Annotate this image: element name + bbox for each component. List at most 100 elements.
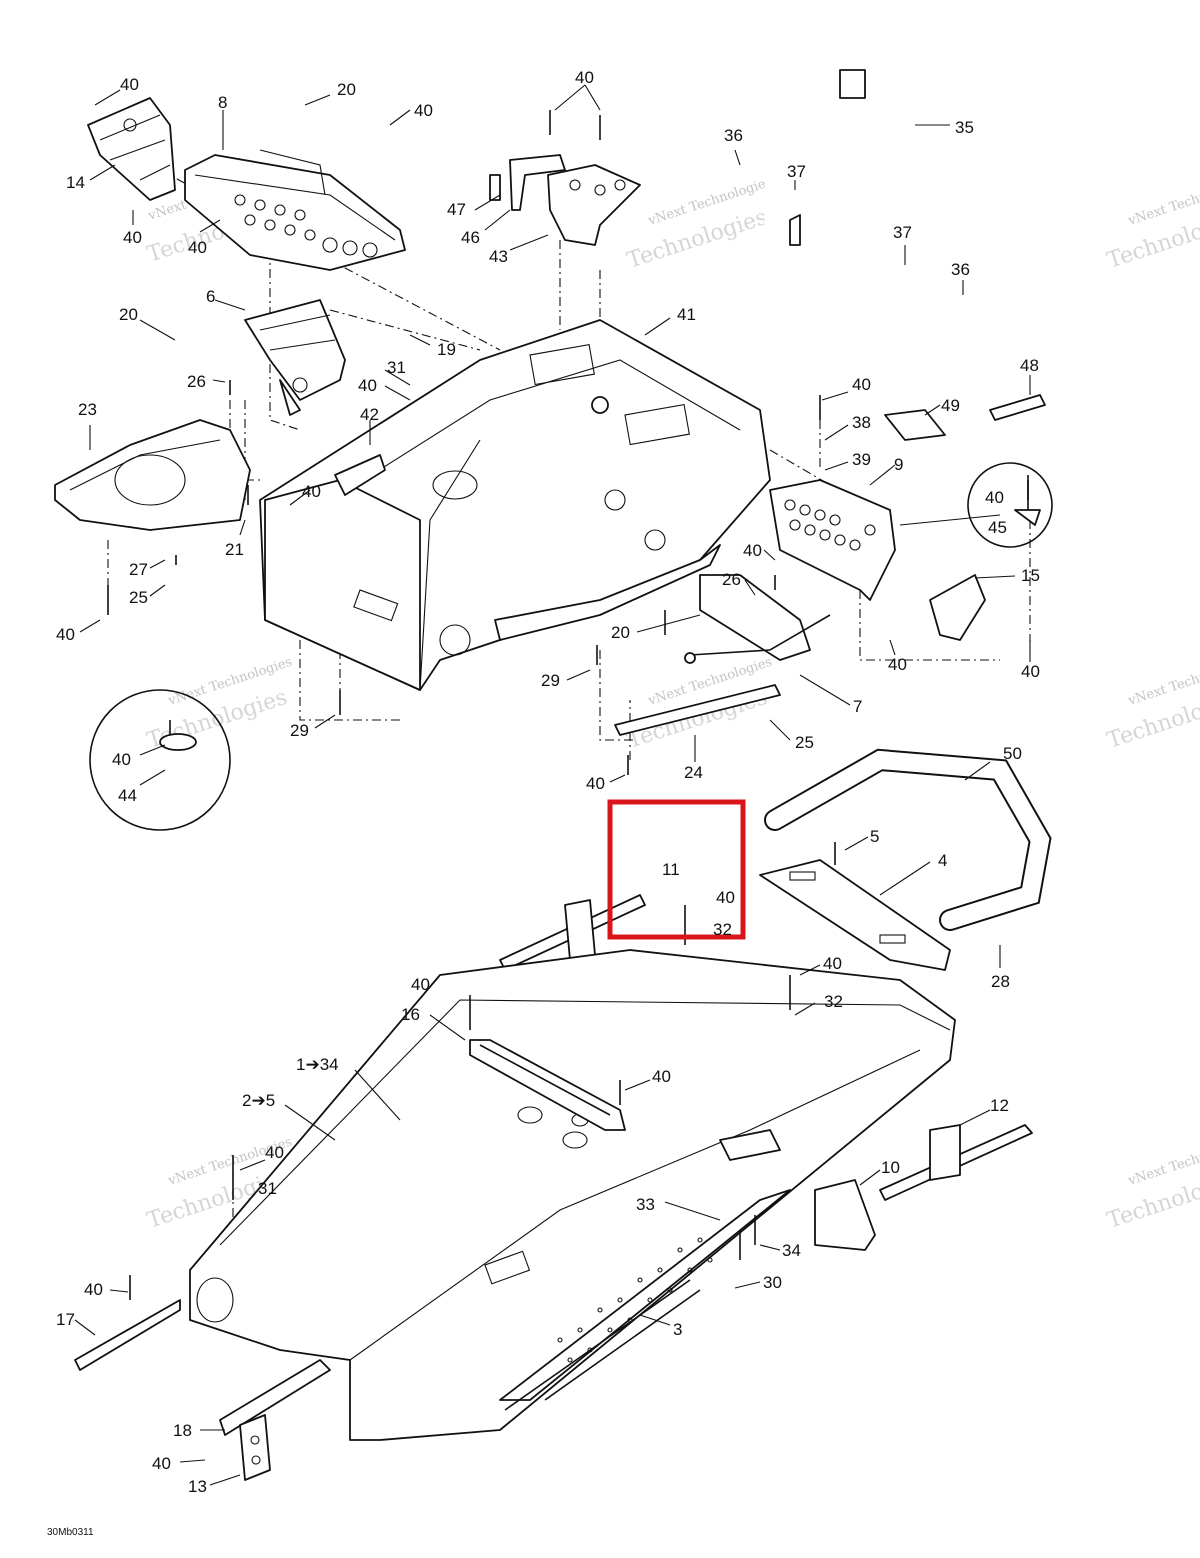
callout-label: 20 (337, 80, 356, 99)
callout-label: 28 (991, 972, 1010, 991)
watermark-text: vNext Technologies (1126, 175, 1200, 229)
callout-label: 29 (290, 721, 309, 740)
callout-label: 40 (1021, 662, 1040, 681)
grab-handle-50 (764, 748, 1052, 931)
drawing-code: 30Mb0311 (47, 1527, 94, 1538)
callout-label: 40 (188, 238, 207, 257)
callout-label: 39 (852, 450, 871, 469)
steering-hoop-35 (762, 69, 938, 335)
callout-label: 25 (129, 588, 148, 607)
callout-label: 7 (853, 697, 862, 716)
callout-label: 36 (724, 126, 743, 145)
detail-circle-44 (89, 689, 231, 831)
callout-label: 40 (123, 228, 142, 247)
callout-label: 32 (713, 920, 732, 939)
callout-label: 40 (265, 1143, 284, 1162)
watermark-text: vNext Technologies (1126, 655, 1200, 709)
footrest-9 (769, 479, 896, 601)
plate-13 (239, 1414, 271, 1481)
callout-label: 20 (119, 305, 138, 324)
rail-16 (469, 1039, 626, 1131)
callout-label: 37 (787, 162, 806, 181)
callout-label: 40 (852, 375, 871, 394)
callout-label: 40 (84, 1280, 103, 1299)
callout-label: 3 (673, 1320, 682, 1339)
angle-17 (74, 1299, 181, 1371)
callout-label: 6 (206, 287, 215, 306)
detail-circle-45 (967, 462, 1053, 548)
callout-label: 36 (951, 260, 970, 279)
pad-48 (989, 394, 1046, 421)
bar-4 (759, 859, 951, 971)
callout-label: 32 (824, 992, 843, 1011)
leader-lines (74, 84, 1031, 1486)
callout-label: 40 (985, 488, 1004, 507)
callout-label: 15 (1021, 566, 1040, 585)
callout-label: 40 (358, 376, 377, 395)
bracket-14 (87, 97, 176, 201)
callout-label: 12 (990, 1096, 1009, 1115)
callout-label: 21 (225, 540, 244, 559)
bracket-10 (814, 1179, 876, 1251)
callout-label: 11 (662, 860, 680, 879)
skid-plate-8 (184, 149, 406, 271)
callout-label: 27 (129, 560, 148, 579)
callout-label: 37 (893, 223, 912, 242)
callout-label: 10 (881, 1158, 900, 1177)
callout-label: 42 (360, 405, 379, 424)
rail-12 (879, 1124, 1033, 1201)
bracket-6 (244, 299, 346, 416)
callout-label: 23 (78, 400, 97, 419)
highlight-box (607, 799, 746, 940)
callout-label: 40 (112, 750, 131, 769)
callout-label: 26 (187, 372, 206, 391)
callout-label: 14 (66, 173, 85, 192)
callout-label: 2➔5 (242, 1091, 275, 1110)
watermark-text: vNext Technologies (1126, 1135, 1200, 1189)
callout-label: 9 (894, 455, 903, 474)
callout-label: 20 (611, 623, 630, 642)
callout-label: 40 (888, 655, 907, 674)
callout-label: 40 (302, 482, 321, 501)
callout-label: 40 (152, 1454, 171, 1473)
callout-label: 34 (782, 1241, 801, 1260)
callout-label: 40 (414, 101, 433, 120)
callout-label: 4 (938, 851, 947, 870)
callout-label: 40 (411, 975, 430, 994)
callout-label: 17 (56, 1310, 75, 1329)
callout-label: 33 (636, 1195, 655, 1214)
footrest-3 (499, 1189, 791, 1411)
callout-label: 25 (795, 733, 814, 752)
callout-label: 19 (437, 340, 456, 359)
callout-label: 16 (401, 1005, 420, 1024)
bracket-15 (929, 574, 986, 641)
angle-18 (219, 1359, 331, 1436)
callout-label: 49 (941, 396, 960, 415)
tunnel (189, 949, 956, 1441)
callout-label: 26 (722, 570, 741, 589)
callout-labels: 40 20 8 40 14 40 40 40 47 46 43 36 37 35… (56, 68, 1040, 1496)
callout-label: 31 (387, 358, 406, 377)
callout-label: 29 (541, 671, 560, 690)
callout-label: 13 (188, 1477, 207, 1496)
belly-pan-23 (54, 419, 251, 531)
callout-label: 35 (955, 118, 974, 137)
support-7 (684, 574, 831, 664)
callout-label: 43 (489, 247, 508, 266)
callout-label: 5 (870, 827, 879, 846)
callout-label: 50 (1003, 744, 1022, 763)
callout-label: 41 (677, 305, 696, 324)
callout-label: 40 (823, 954, 842, 973)
rail-24 (614, 684, 781, 736)
callout-label: 40 (652, 1067, 671, 1086)
callout-label: 44 (118, 786, 137, 805)
callout-label: 8 (218, 93, 227, 112)
callout-label: 31 (258, 1179, 277, 1198)
callout-label: 40 (716, 888, 735, 907)
callout-label: 18 (173, 1421, 192, 1440)
callout-label: 30 (763, 1273, 782, 1292)
callout-label: 40 (743, 541, 762, 560)
callout-label: 46 (461, 228, 480, 247)
